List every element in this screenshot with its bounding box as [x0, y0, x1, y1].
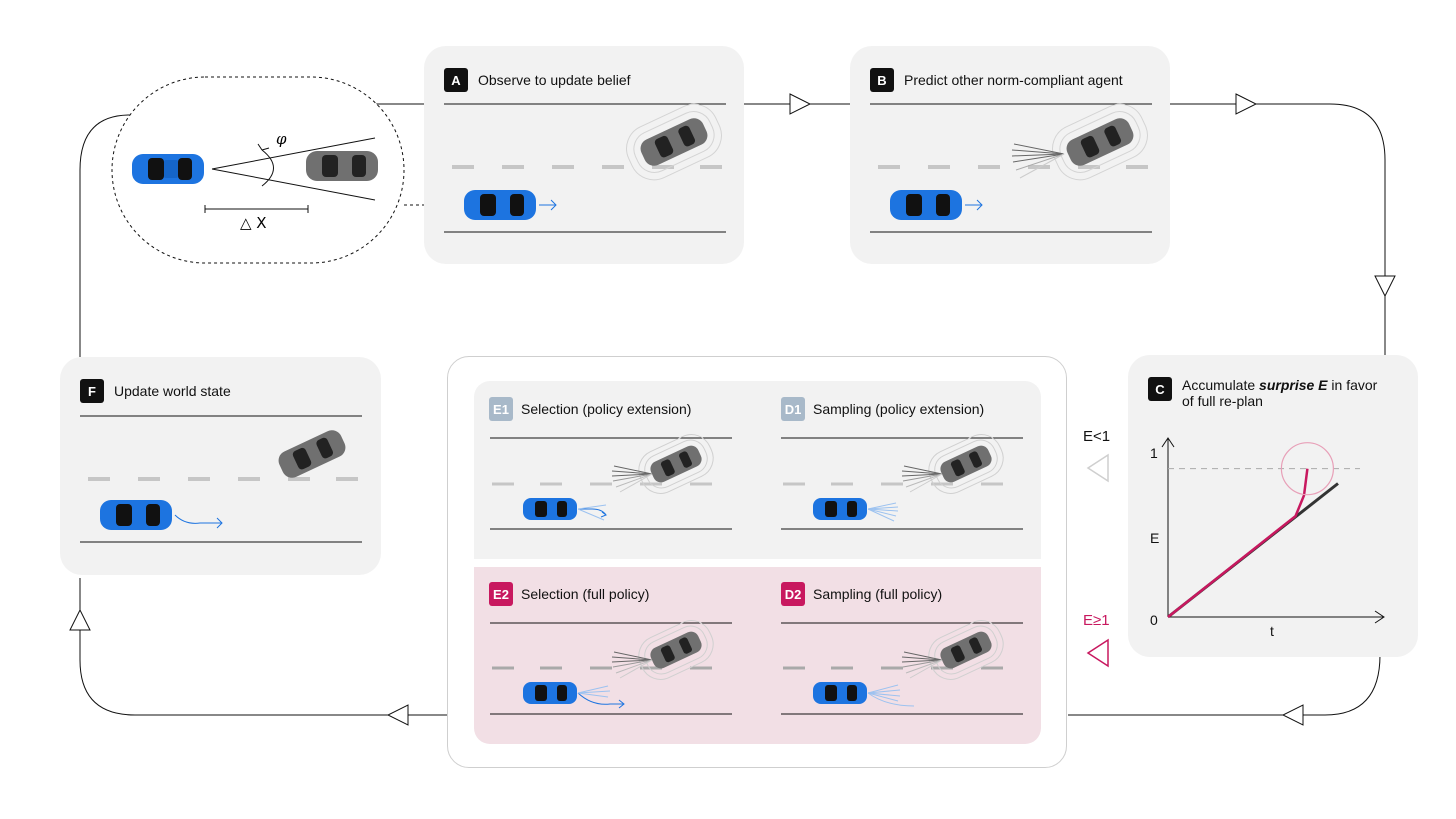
observation-inset: φ △ X [111, 76, 405, 264]
badge-d1: D1 [781, 397, 805, 421]
arrowhead-low-surprise [1086, 453, 1109, 483]
scene-a [444, 103, 726, 233]
scene-b [870, 103, 1152, 233]
panel-f-title: Update world state [114, 383, 231, 399]
cell-d1-title: Sampling (policy extension) [813, 401, 985, 417]
badge-e1: E1 [489, 397, 513, 421]
arrowhead-left-1 [1281, 704, 1304, 726]
delta-bracket [204, 205, 309, 213]
delta-x-label: △ X [240, 214, 267, 232]
scene-f-ego-car [100, 500, 172, 530]
x-axis-label: t [1270, 623, 1274, 639]
arrowhead-high-surprise [1086, 638, 1109, 668]
scene-b-ego-car [890, 190, 962, 220]
panel-a-title: Observe to update belief [478, 72, 631, 88]
cell-d1-head: D1 Sampling (policy extension) [781, 397, 984, 421]
badge-b: B [870, 68, 894, 92]
cell-e1-title: Selection (policy extension) [521, 401, 692, 417]
panel-b-title: Predict other norm-compliant agent [904, 72, 1123, 88]
badge-c: C [1148, 377, 1172, 401]
scene-f [80, 415, 362, 543]
connector-f-to-inset [79, 114, 131, 357]
scene-a-ego-car [464, 190, 536, 220]
cell-d2-head: D2 Sampling (full policy) [781, 582, 942, 606]
ytick-0: 0 [1150, 612, 1158, 628]
panel-c-surprise: C Accumulate surprise E in favor of full… [1128, 355, 1418, 657]
surprise-chart [1161, 437, 1385, 624]
cell-e2-title: Selection (full policy) [521, 586, 650, 602]
arrowhead-left-2 [386, 704, 409, 726]
arrowhead-right-2 [1235, 93, 1258, 115]
series-surprise-line [1167, 468, 1309, 618]
arrowhead-up [69, 608, 91, 631]
scene-b-prediction-rays [1011, 143, 1065, 179]
arrowhead-down [1374, 275, 1396, 298]
condition-low-surprise: E<1 [1083, 428, 1111, 445]
panel-f-update: F Update world state [60, 357, 381, 575]
connector-replan-to-f [79, 578, 447, 716]
inset-other-car [306, 151, 378, 181]
replan-trigger-circle [1280, 442, 1334, 496]
badge-d2: D2 [781, 582, 805, 606]
inset-ego-car [132, 154, 204, 184]
connector-b-to-c [1170, 103, 1386, 355]
panel-b-predict: B Predict other norm-compliant agent [850, 46, 1170, 264]
arrowhead-right-1 [789, 93, 812, 115]
badge-a: A [444, 68, 468, 92]
condition-high-surprise: E≥1 [1083, 612, 1110, 629]
badge-f: F [80, 379, 104, 403]
panel-c-title: Accumulate surprise E in favor of full r… [1182, 377, 1378, 409]
cell-e1-head: E1 Selection (policy extension) [489, 397, 691, 421]
scene-a-other-car [626, 103, 722, 181]
badge-e2: E2 [489, 582, 513, 606]
cell-e2-head: E2 Selection (full policy) [489, 582, 649, 606]
ytick-1: 1 [1150, 445, 1158, 461]
angle-symbol: φ [276, 130, 287, 148]
panel-a-observe: A Observe to update belief [424, 46, 744, 264]
cell-d2-title: Sampling (full policy) [813, 586, 943, 602]
scene-f-other-car [278, 430, 346, 478]
y-axis-label: E [1150, 530, 1160, 546]
connector-c-to-replan [1068, 654, 1381, 716]
scene-b-other-car [1052, 103, 1148, 181]
